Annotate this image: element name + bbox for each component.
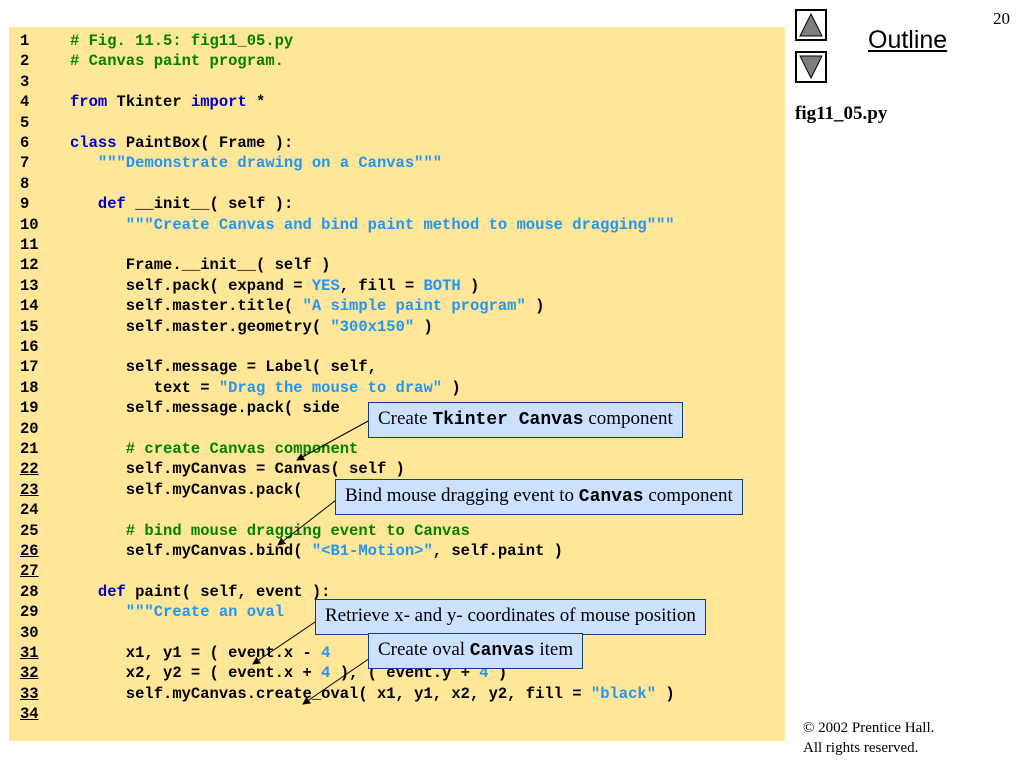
callout-text: Create — [378, 408, 433, 429]
callout-oval-item: Create oval Canvas item — [368, 633, 584, 669]
line-number: 20 — [20, 419, 39, 438]
previous-slide-button[interactable] — [795, 9, 827, 41]
line-number: 27 — [20, 562, 39, 581]
callout-code: Tkinter Canvas — [432, 410, 584, 430]
callout-canvas-component: Create Tkinter Canvas component — [368, 402, 683, 438]
code-text: Frame.__init__( self ) — [70, 256, 331, 275]
copyright-symbol: © — [803, 720, 815, 736]
code-text: # bind mouse dragging event to Canvas — [70, 521, 470, 540]
line-number: 12 — [20, 256, 39, 275]
triangle-down-icon — [799, 55, 823, 80]
line-number: 4 — [20, 93, 30, 112]
code-text: from Tkinter import * — [70, 93, 266, 112]
code-text: self.message.pack( side — [70, 399, 340, 418]
code-text: """Create Canvas and bind paint method t… — [70, 215, 675, 234]
line-number: 29 — [20, 603, 39, 622]
line-number: 11 — [20, 236, 39, 254]
line-number: 10 — [20, 215, 39, 234]
code-text: # Fig. 11.5: fig11_05.py — [70, 32, 294, 50]
page-number: 20 — [993, 9, 1010, 28]
callout-text: Bind mouse dragging event to — [345, 485, 579, 506]
line-number: 15 — [20, 317, 39, 336]
outline-link[interactable]: Outline — [868, 26, 948, 54]
callout-text: item — [534, 639, 574, 660]
line-number: 22 — [20, 460, 39, 479]
line-number: 33 — [20, 684, 39, 703]
line-number: 7 — [20, 154, 30, 173]
line-number: 14 — [20, 297, 39, 316]
line-number: 24 — [20, 501, 39, 520]
code-text: """Create an oval — [70, 603, 284, 622]
line-number: 1 — [20, 32, 30, 50]
callout-code: Canvas — [469, 641, 535, 661]
code-text: self.pack( expand = YES, fill = BOTH ) — [70, 276, 480, 295]
code-text: class PaintBox( Frame ): — [70, 134, 294, 152]
line-number: 3 — [20, 72, 30, 91]
triangle-up-icon — [799, 12, 823, 37]
code-text: self.message = Label( self, — [70, 358, 377, 377]
line-number: 34 — [20, 705, 39, 724]
line-number: 31 — [20, 644, 39, 662]
code-text: text = "Drag the mouse to draw" ) — [70, 378, 461, 397]
line-number: 18 — [20, 378, 39, 397]
copyright-notice: © 2002 Prentice Hall. All rights reserve… — [803, 718, 934, 758]
line-number: 17 — [20, 358, 39, 377]
code-text: # create Canvas component — [70, 440, 359, 458]
callout-coordinates: Retrieve x- and y- coordinates of mouse … — [315, 599, 706, 635]
code-text: x1, y1 = ( event.x - 4 — [70, 644, 331, 662]
line-number: 21 — [20, 440, 39, 458]
code-text: """Demonstrate drawing on a Canvas""" — [70, 154, 443, 173]
line-number: 26 — [20, 542, 39, 560]
line-number: 8 — [20, 174, 30, 193]
code-text: # Canvas paint program. — [70, 52, 284, 71]
line-number: 2 — [20, 52, 30, 71]
code-text: self.myCanvas.pack( — [70, 480, 303, 499]
line-number: 25 — [20, 521, 39, 540]
line-number: 5 — [20, 113, 30, 132]
line-number: 30 — [20, 623, 39, 642]
code-text: def paint( self, event ): — [97, 582, 331, 601]
code-text: def __init__( self ): — [97, 195, 294, 214]
callout-text: component — [643, 485, 733, 506]
code-text: self.myCanvas.create_oval( x1, y1, x2, y… — [70, 684, 675, 703]
code-text: self.master.title( "A simple paint progr… — [70, 297, 545, 316]
line-number: 19 — [20, 399, 39, 418]
code-text: self.master.geometry( "300x150" ) — [70, 317, 433, 336]
next-slide-button[interactable] — [795, 51, 827, 83]
line-number: 9 — [20, 195, 30, 214]
callout-text: Create oval — [378, 639, 470, 660]
line-number: 16 — [20, 338, 39, 356]
line-number: 6 — [20, 134, 30, 152]
callout-bind-event: Bind mouse dragging event to Canvas comp… — [335, 479, 743, 515]
code-text: self.myCanvas.bind( "<B1-Motion>", self.… — [70, 542, 563, 560]
line-number: 13 — [20, 276, 39, 295]
callout-text: component — [583, 408, 673, 429]
file-name: fig11_05.py — [795, 103, 888, 124]
callout-code: Canvas — [578, 487, 644, 507]
copyright-line-2: All rights reserved. — [803, 740, 919, 756]
line-number: 23 — [20, 480, 39, 499]
copyright-line-1: 2002 Prentice Hall. — [814, 720, 935, 736]
line-number: 32 — [20, 664, 39, 683]
callout-text: Retrieve x- and y- coordinates of mouse … — [325, 605, 696, 626]
code-text: self.myCanvas = Canvas( self ) — [70, 460, 405, 479]
line-number: 28 — [20, 582, 39, 601]
